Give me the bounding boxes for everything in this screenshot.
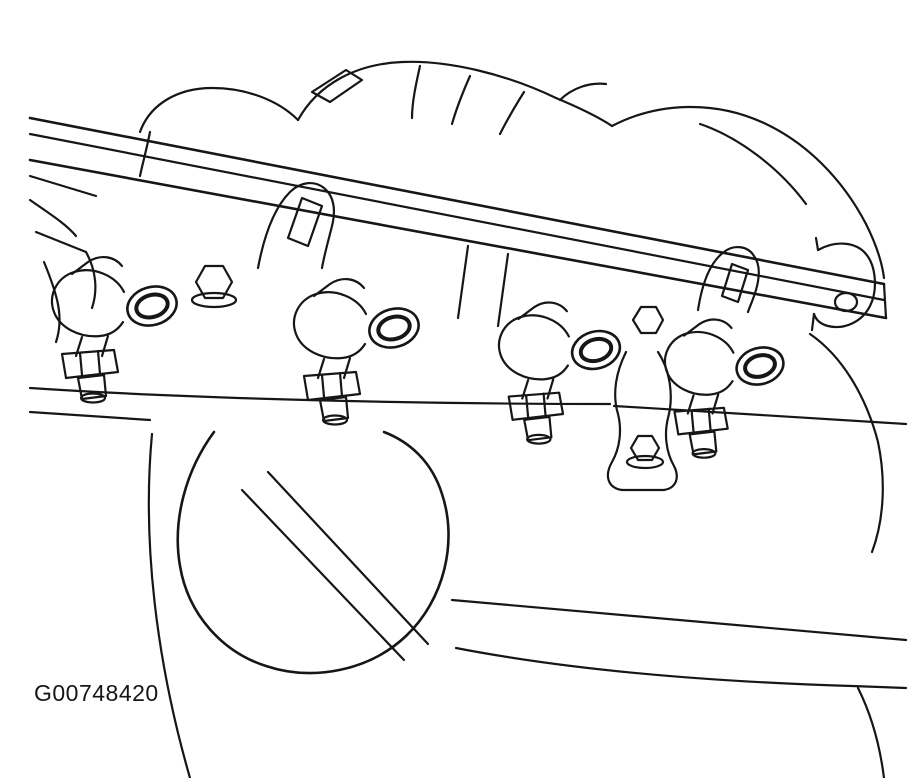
- engine-block-edge: [30, 334, 906, 552]
- left-rail-fittings: [36, 232, 95, 342]
- fuel-injector-4: [663, 317, 790, 460]
- clamp-hex-bolt: [631, 436, 659, 460]
- fuel-rail: [30, 118, 886, 318]
- rail-hex-bolt-left: [192, 266, 236, 307]
- figure-id-label: G00748420: [34, 680, 159, 706]
- rail-hex-bolt-right: [633, 307, 663, 333]
- rail-end-bracket: [812, 238, 875, 330]
- retainer-clamp: [608, 352, 677, 490]
- rail-mounting-bracket-right: [698, 247, 759, 312]
- fuel-injector-3: [497, 300, 627, 446]
- rail-mounting-bracket-left: [258, 183, 334, 268]
- fuel-injector-1: [50, 255, 184, 405]
- intake-manifold: [140, 62, 884, 326]
- lower-cylinder: [149, 432, 449, 778]
- lower-right-contours: [452, 600, 906, 778]
